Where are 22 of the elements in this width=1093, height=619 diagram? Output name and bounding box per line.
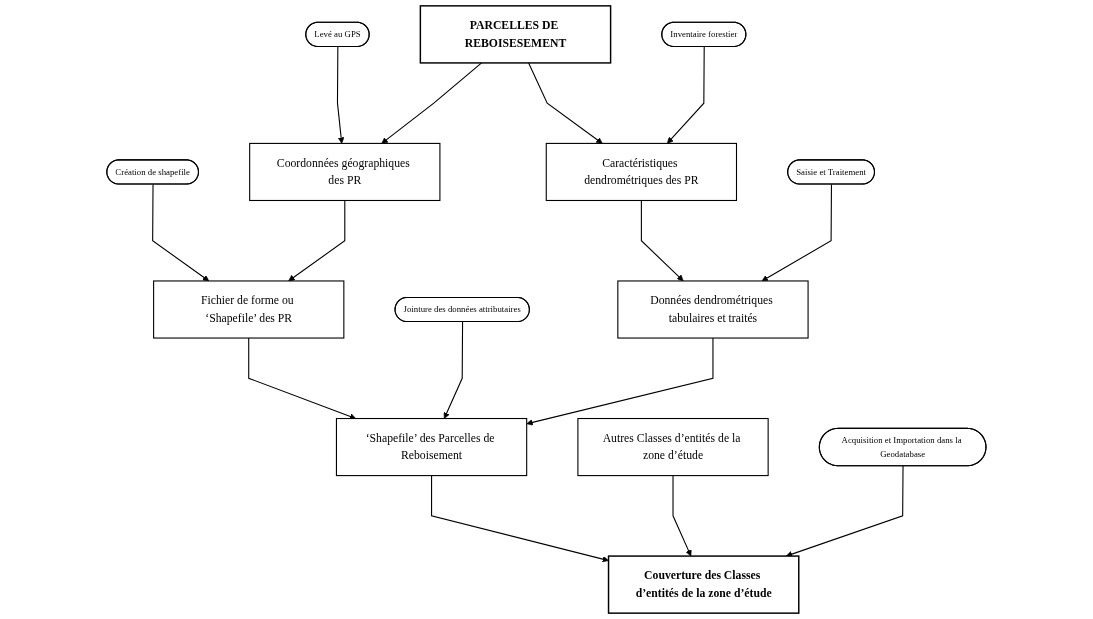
arrow — [667, 46, 705, 144]
node-box: Autres Classes d’entités de la zone d’étude — [577, 417, 769, 477]
arrow — [640, 199, 684, 282]
arrow — [528, 62, 603, 144]
arrow — [786, 465, 904, 558]
arrow — [761, 183, 833, 282]
node-box: Données dendrométriques tabulaires et traités — [617, 280, 809, 339]
arrow — [152, 183, 210, 282]
node-box: PARCELLES DE REBOISESEMENT — [419, 5, 612, 64]
arrow — [672, 475, 692, 557]
node-box: Fichier de forme ou ‘Shapefile’ des PR — [153, 280, 345, 339]
arrow — [431, 475, 609, 563]
node-box: Caractéristiques dendrométriques des PR — [545, 142, 738, 202]
node-box: ‘Shapefile’ des Parcelles de Reboisement — [335, 417, 528, 477]
arrow — [288, 199, 346, 282]
arrow — [337, 46, 345, 144]
node-box: Couverture des Classes d’entités de la zone d’étude — [607, 555, 800, 614]
node-box: Coordonnées géographiques des PR — [249, 142, 441, 202]
arrow — [381, 62, 483, 144]
arrow — [526, 337, 714, 426]
arrow — [248, 337, 357, 420]
arrow — [443, 321, 464, 419]
